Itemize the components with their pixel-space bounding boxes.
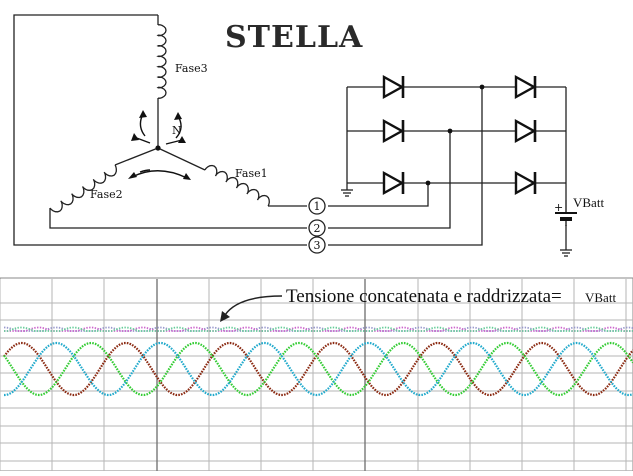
ground-symbol-left [341, 189, 353, 197]
arrow-lines-inner [133, 136, 183, 145]
trace-brown [3, 341, 633, 397]
stator-coils [49, 24, 270, 213]
waveform-traces [3, 326, 633, 397]
terminal-3-label: 3 [314, 239, 321, 252]
junction-dots [155, 84, 485, 186]
battery-label: VBatt [573, 195, 604, 210]
annotation-arrow [224, 295, 283, 316]
diode-5 [514, 118, 537, 144]
waveform-panel: Tensione concatenata e raddrizzata= VBat… [0, 277, 633, 472]
ripple-trace-3 [4, 326, 633, 332]
neutral-label: N [172, 124, 182, 137]
diode-4 [514, 74, 537, 100]
diode-1 [382, 74, 405, 100]
annotation-arrow-head [220, 311, 230, 322]
terminal-1 [308, 197, 326, 215]
terminal-1-label: 1 [314, 200, 321, 213]
terminals: 1 2 3 [308, 197, 326, 254]
coil-phase1-winding [204, 164, 270, 207]
wire-phase1-center [157, 147, 206, 171]
coil-phase2-winding [49, 164, 117, 213]
outer-wire [13, 14, 307, 246]
phase2-label: Fase2 [90, 188, 123, 201]
terminal-2-label: 2 [314, 222, 321, 235]
diode-3 [382, 170, 405, 196]
trace-cyan [4, 341, 633, 397]
wire-3-bridge [328, 87, 483, 246]
phase3-label: Fase3 [175, 62, 208, 75]
arrow-heads [128, 110, 191, 180]
diagram-title: STELLA [225, 20, 363, 55]
wire-terminal2 [49, 208, 307, 229]
wire-1-bridge [328, 183, 429, 207]
phase1-label: Fase1 [235, 167, 268, 180]
waveform-grid [0, 279, 633, 471]
coil-phase3-winding [156, 24, 167, 99]
ground-symbol-right [560, 249, 572, 257]
diode-2 [382, 118, 405, 144]
battery-symbol [555, 200, 577, 226]
annotation-sub: VBatt [585, 290, 616, 305]
ripple-trace-1 [4, 326, 633, 332]
wire-phase2-center [114, 147, 159, 166]
diode-bridge [382, 74, 537, 196]
wire-2-bridge [328, 131, 451, 229]
terminal-2 [308, 219, 326, 237]
battery-plus: + [554, 201, 563, 214]
trace-green [3, 341, 633, 397]
annotation-main: Tensione concatenata e raddrizzata= [286, 286, 562, 307]
terminal-3 [308, 236, 326, 254]
diode-6 [514, 170, 537, 196]
